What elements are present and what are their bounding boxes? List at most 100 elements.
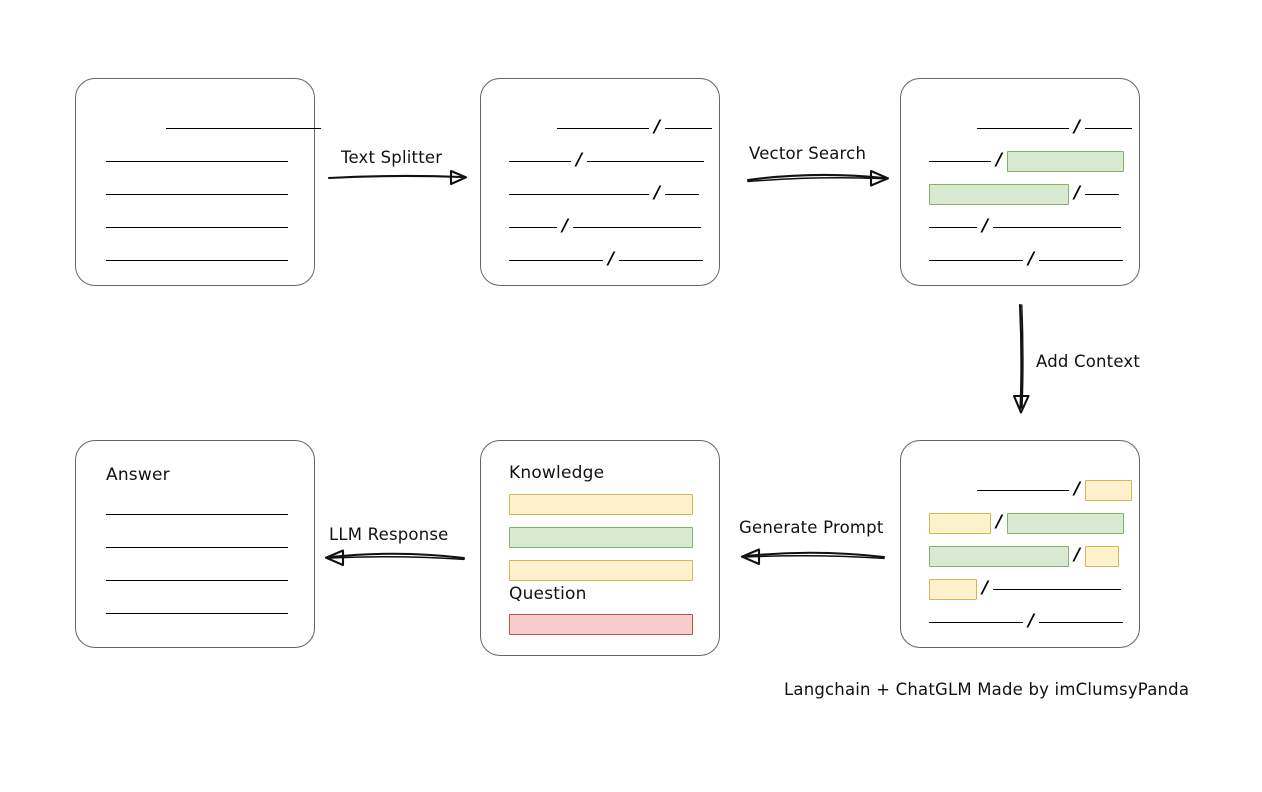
highlight-chip-green — [929, 545, 1069, 567]
text-segment — [573, 226, 702, 228]
arrow-vector-search — [747, 169, 890, 187]
chunk-separator-slash: / — [1074, 116, 1081, 137]
text-segment — [557, 127, 649, 129]
text-segment — [993, 226, 1122, 228]
prompt-knowledge-bar-3 — [509, 560, 693, 581]
text-segment — [587, 160, 705, 162]
text-segment — [1085, 127, 1133, 129]
text-segment — [509, 226, 557, 228]
chunk-separator-slash: / — [1074, 182, 1081, 203]
text-segment — [929, 621, 1023, 623]
text-segment — [106, 546, 288, 548]
text-line: / — [901, 248, 1139, 269]
text-line: / — [901, 182, 1139, 205]
chunk-separator-slash: / — [996, 511, 1003, 532]
text-segment — [509, 193, 649, 195]
text-line — [76, 121, 321, 135]
chunk-separator-slash: / — [1028, 248, 1035, 269]
footer-credit: Langchain + ChatGLM Made by imClumsyPand… — [784, 680, 1190, 699]
text-segment — [106, 193, 288, 195]
arrow-label-llm-response: LLM Response — [329, 525, 449, 544]
text-segment — [106, 612, 288, 614]
text-line: / — [901, 544, 1139, 567]
chunk-separator-slash: / — [576, 149, 583, 170]
text-line: / — [901, 478, 1139, 501]
highlight-chip-green — [929, 183, 1069, 205]
text-segment — [1039, 259, 1124, 261]
arrow-add-context — [1012, 303, 1030, 414]
text-line: / — [901, 610, 1139, 631]
text-segment — [509, 259, 603, 261]
highlight-chip-yellow — [1085, 545, 1120, 567]
text-segment — [993, 588, 1122, 590]
text-line: / — [481, 116, 719, 137]
text-line — [76, 540, 314, 554]
box-context-chunks[interactable]: / / / / / — [900, 440, 1140, 648]
box-prompt[interactable]: Knowledge Question — [480, 440, 720, 656]
chunk-separator-slash: / — [654, 182, 661, 203]
box-answer[interactable]: Answer — [75, 440, 315, 648]
text-segment — [106, 579, 288, 581]
text-line — [76, 154, 314, 168]
text-line: / — [901, 511, 1139, 534]
text-segment — [106, 259, 288, 261]
text-segment — [665, 127, 713, 129]
text-line: / — [481, 215, 719, 236]
text-segment — [1085, 193, 1120, 195]
text-line — [76, 507, 314, 521]
text-segment — [106, 513, 288, 515]
text-line: / — [481, 182, 719, 203]
highlight-chip-yellow — [929, 512, 991, 534]
arrow-generate-prompt — [740, 548, 885, 566]
chunk-separator-slash: / — [1028, 610, 1035, 631]
text-segment — [665, 193, 700, 195]
prompt-question-bar-1 — [509, 614, 693, 635]
text-segment — [929, 160, 991, 162]
text-line: / — [481, 248, 719, 269]
highlight-chip-green — [1007, 512, 1125, 534]
arrow-label-text-splitter: Text Splitter — [341, 148, 443, 167]
text-segment — [1039, 621, 1124, 623]
chunk-separator-slash: / — [654, 116, 661, 137]
text-segment — [929, 259, 1023, 261]
chunk-separator-slash: / — [982, 215, 989, 236]
text-segment — [166, 127, 321, 129]
chunk-separator-slash: / — [562, 215, 569, 236]
text-segment — [977, 127, 1069, 129]
chunk-separator-slash: / — [982, 577, 989, 598]
text-line: / — [901, 149, 1139, 172]
chunk-separator-slash: / — [1074, 478, 1081, 499]
highlight-chip-green — [1007, 150, 1125, 172]
text-line: / — [481, 149, 719, 170]
text-line — [76, 606, 314, 620]
text-segment — [106, 226, 288, 228]
arrow-text-splitter — [327, 169, 468, 186]
text-segment — [106, 160, 288, 162]
prompt-question-label: Question — [509, 584, 587, 604]
text-segment — [977, 489, 1069, 491]
text-line — [76, 573, 314, 587]
box-source-document[interactable] — [75, 78, 321, 286]
arrow-label-add-context: Add Context — [1036, 352, 1141, 371]
text-line — [76, 187, 314, 201]
highlight-chip-yellow — [929, 578, 977, 600]
text-segment — [619, 259, 704, 261]
answer-label: Answer — [106, 465, 170, 485]
arrow-label-vector-search: Vector Search — [749, 144, 867, 163]
text-segment — [509, 160, 571, 162]
box-retrieved-chunks[interactable]: / / / / / — [900, 78, 1140, 286]
text-line: / — [901, 215, 1139, 236]
chunk-separator-slash: / — [996, 149, 1003, 170]
arrow-label-generate-prompt: Generate Prompt — [739, 518, 884, 537]
prompt-knowledge-label: Knowledge — [509, 463, 605, 483]
prompt-knowledge-bar-1 — [509, 494, 693, 515]
chunk-separator-slash: / — [1074, 544, 1081, 565]
text-line: / — [901, 577, 1139, 600]
text-line: / — [901, 116, 1139, 137]
chunk-separator-slash: / — [608, 248, 615, 269]
prompt-knowledge-bar-2 — [509, 527, 693, 548]
text-line — [76, 253, 314, 267]
box-split-chunks[interactable]: / / / / / — [480, 78, 720, 286]
text-segment — [929, 226, 977, 228]
